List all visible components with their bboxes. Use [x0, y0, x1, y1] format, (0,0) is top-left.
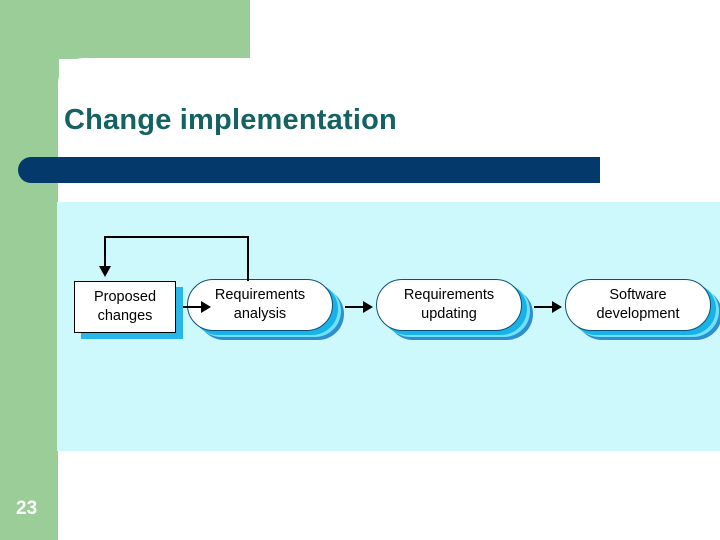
node-software-development-line-1: Software: [609, 286, 667, 303]
edge-updating-to-development: [534, 306, 554, 308]
feedback-edge-descender: [104, 236, 106, 268]
node-requirements-analysis-line-1: Requirements: [214, 286, 306, 303]
diagram-inner: Proposed changes Requirements analysis: [57, 202, 720, 451]
green-left-band: [0, 0, 59, 540]
diagram-canvas: Proposed changes Requirements analysis: [57, 202, 720, 451]
edge-updating-to-development-arrowhead-icon: [552, 301, 562, 313]
edge-proposed-to-analysis: [183, 306, 203, 308]
title-underline-bar: [18, 157, 600, 183]
feedback-edge-arrowhead-icon: [99, 266, 111, 277]
node-proposed-changes-line-2: changes: [97, 308, 153, 324]
edge-proposed-to-analysis-arrowhead-icon: [201, 301, 211, 313]
node-software-development-line-2: development: [596, 306, 680, 322]
edge-analysis-to-updating: [345, 306, 365, 308]
node-proposed-changes[interactable]: Proposed changes: [74, 281, 176, 333]
node-requirements-updating-line-2: updating: [421, 306, 477, 322]
node-software-development[interactable]: Software development: [565, 279, 711, 331]
node-requirements-analysis[interactable]: Requirements analysis: [187, 279, 333, 331]
edge-analysis-to-updating-arrowhead-icon: [363, 301, 373, 313]
page-number: 23: [16, 498, 38, 519]
feedback-edge-riser: [247, 236, 249, 281]
page-title: Change implementation: [64, 104, 397, 136]
node-proposed-changes-line-1: Proposed: [93, 288, 157, 305]
feedback-edge-top: [104, 236, 249, 238]
node-requirements-updating[interactable]: Requirements updating: [376, 279, 522, 331]
node-requirements-analysis-line-2: analysis: [233, 306, 287, 322]
node-requirements-updating-line-1: Requirements: [403, 286, 495, 303]
